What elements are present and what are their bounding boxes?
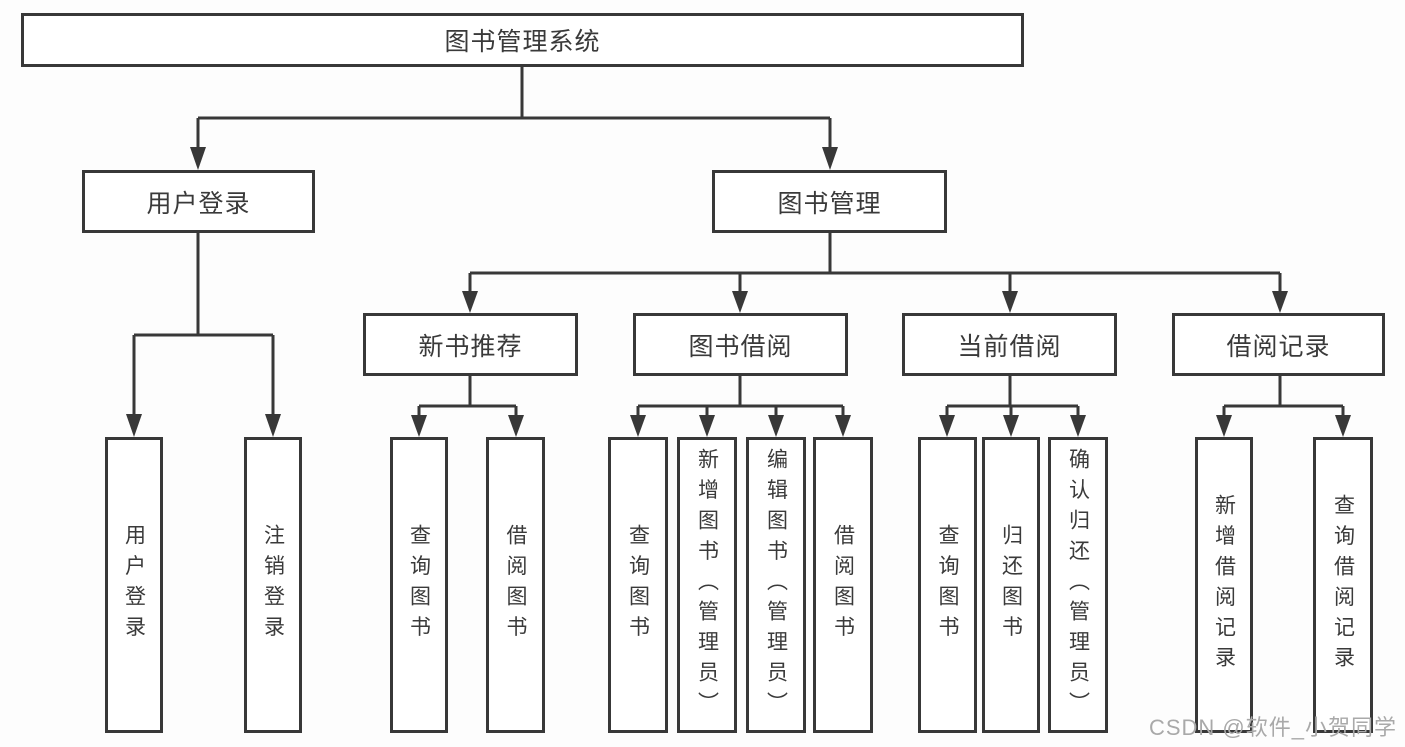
connector-new-book [417,376,518,418]
arrow-icon [190,147,206,170]
connector-current-borrow [945,376,1080,418]
arrow-icon [1335,415,1351,437]
arrow-icon [630,415,646,437]
leaf-borrow-books-newbook: 借阅图书 [486,437,545,733]
arrow-icon [462,291,478,313]
arrow-icon [1272,291,1288,313]
arrow-icon [768,415,784,437]
leaf-label: 查询图书 [626,524,650,646]
node-label: 图书管理系统 [444,28,601,56]
leaf-add-borrow-record: 新增借阅记录 [1195,437,1253,733]
leaf-user-login: 用户登录 [105,437,163,733]
node-label: 当前借阅 [957,332,1062,361]
leaf-label: 查询借阅记录 [1331,493,1355,677]
connector-book-borrow [636,376,845,418]
arrow-icon [822,147,838,170]
arrow-icon [835,415,851,437]
connector-book-mgmt [468,233,1282,294]
connector-user-login [132,233,275,417]
leaf-label: 编辑图书（管理员） [764,447,788,723]
leaf-label: 新增借阅记录 [1212,493,1236,677]
leaf-query-books-borrow: 查询图书 [608,437,668,733]
node-new-book-recommend: 新书推荐 [363,313,578,376]
leaf-label: 查询图书 [936,524,959,646]
connector-root [196,67,832,150]
node-user-login: 用户登录 [82,170,315,233]
leaf-confirm-return-admin: 确认归还（管理员） [1048,437,1108,733]
leaf-label: 用户登录 [122,524,146,646]
arrow-icon [1070,415,1086,437]
leaf-label: 归还图书 [999,524,1023,646]
connector-borrow-record [1222,376,1345,418]
node-label: 图书管理 [777,189,882,218]
csdn-watermark: CSDN @软件_小贺同学 [1148,715,1397,740]
leaf-label: 查询图书 [407,524,431,646]
node-label: 新书推荐 [418,332,523,361]
leaf-add-book-admin: 新增图书（管理员） [677,437,737,733]
leaf-label: 注销登录 [261,524,285,646]
arrow-icon [265,414,281,437]
node-library-system: 图书管理系统 [21,13,1024,67]
arrow-icon [939,415,955,437]
leaf-query-books-current: 查询图书 [918,437,977,733]
leaf-label: 新增图书（管理员） [695,447,719,723]
arrow-icon [126,414,142,437]
arrowheads [126,147,1351,437]
arrow-icon [699,415,715,437]
leaf-edit-book-admin: 编辑图书（管理员） [746,437,806,733]
leaf-borrow-books: 借阅图书 [813,437,873,733]
node-label: 用户登录 [146,189,251,218]
leaf-logout: 注销登录 [244,437,302,733]
node-label: 借阅记录 [1226,332,1331,361]
leaf-query-borrow-record: 查询借阅记录 [1313,437,1373,733]
leaf-return-book: 归还图书 [982,437,1040,733]
leaf-query-books-newbook: 查询图书 [390,437,448,733]
leaf-label: 确认归还（管理员） [1066,447,1090,723]
arrow-icon [732,291,748,313]
leaf-label: 借阅图书 [504,524,527,646]
node-label: 图书借阅 [688,332,793,361]
leaf-label: 借阅图书 [831,524,855,646]
node-current-borrowing: 当前借阅 [902,313,1117,376]
node-borrowing-records: 借阅记录 [1172,313,1385,376]
arrow-icon [411,415,427,437]
node-book-borrowing: 图书借阅 [633,313,848,376]
arrow-icon [1216,415,1232,437]
arrow-icon [508,415,524,437]
arrow-icon [1002,291,1018,313]
arrow-icon [1003,415,1019,437]
node-book-management: 图书管理 [712,170,947,233]
